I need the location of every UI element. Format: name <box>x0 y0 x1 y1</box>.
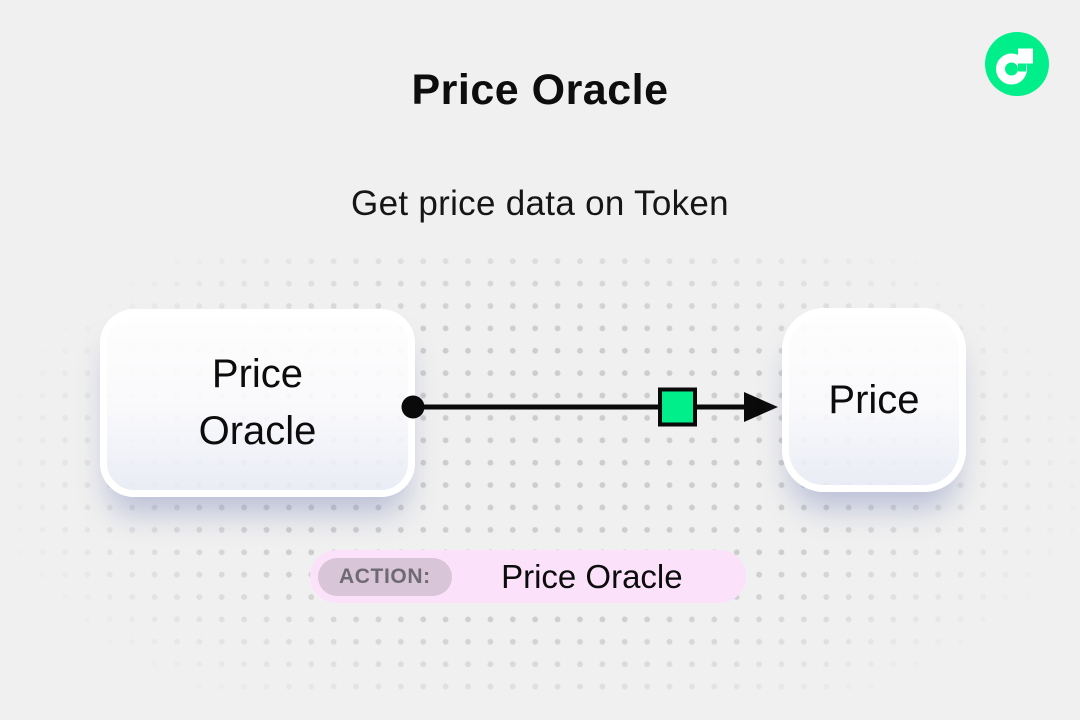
page-title: Price Oracle <box>411 66 669 114</box>
page-subtitle: Get price data on Token <box>351 184 729 223</box>
action-bar: ACTION: Price Oracle <box>310 550 746 603</box>
action-badge: ACTION: <box>318 557 452 596</box>
node-price-label: Price <box>828 377 920 422</box>
connector-arrow <box>401 387 778 427</box>
output-port-dot-icon <box>401 395 425 419</box>
arrowhead-icon <box>744 392 778 422</box>
node-price[interactable]: Price <box>782 308 966 492</box>
flow-logo-icon <box>985 32 1049 96</box>
node-price-oracle[interactable]: Price Oracle <box>100 309 415 497</box>
flow-logo-svg <box>985 32 1049 96</box>
action-value: Price Oracle <box>501 557 683 595</box>
action-marker-square-icon[interactable] <box>658 387 697 427</box>
node-price-oracle-label: Price Oracle <box>198 352 317 453</box>
